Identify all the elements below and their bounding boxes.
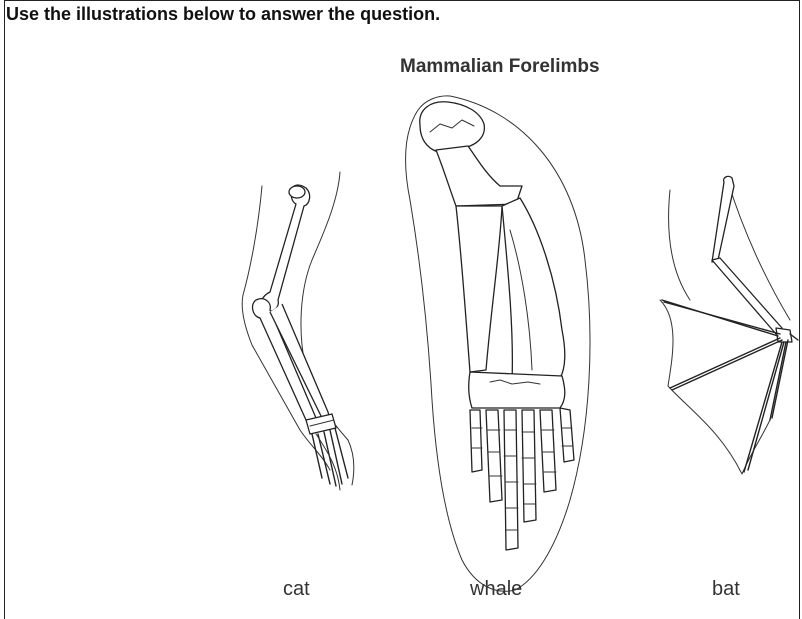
bat-forelimb-drawing [660, 176, 798, 474]
label-bat: bat [712, 578, 740, 601]
whale-forelimb-drawing [406, 96, 590, 591]
whale-digits [470, 408, 574, 550]
label-cat: cat [283, 578, 310, 601]
cat-forelimb-drawing [242, 172, 354, 490]
label-whale: whale [470, 578, 522, 601]
